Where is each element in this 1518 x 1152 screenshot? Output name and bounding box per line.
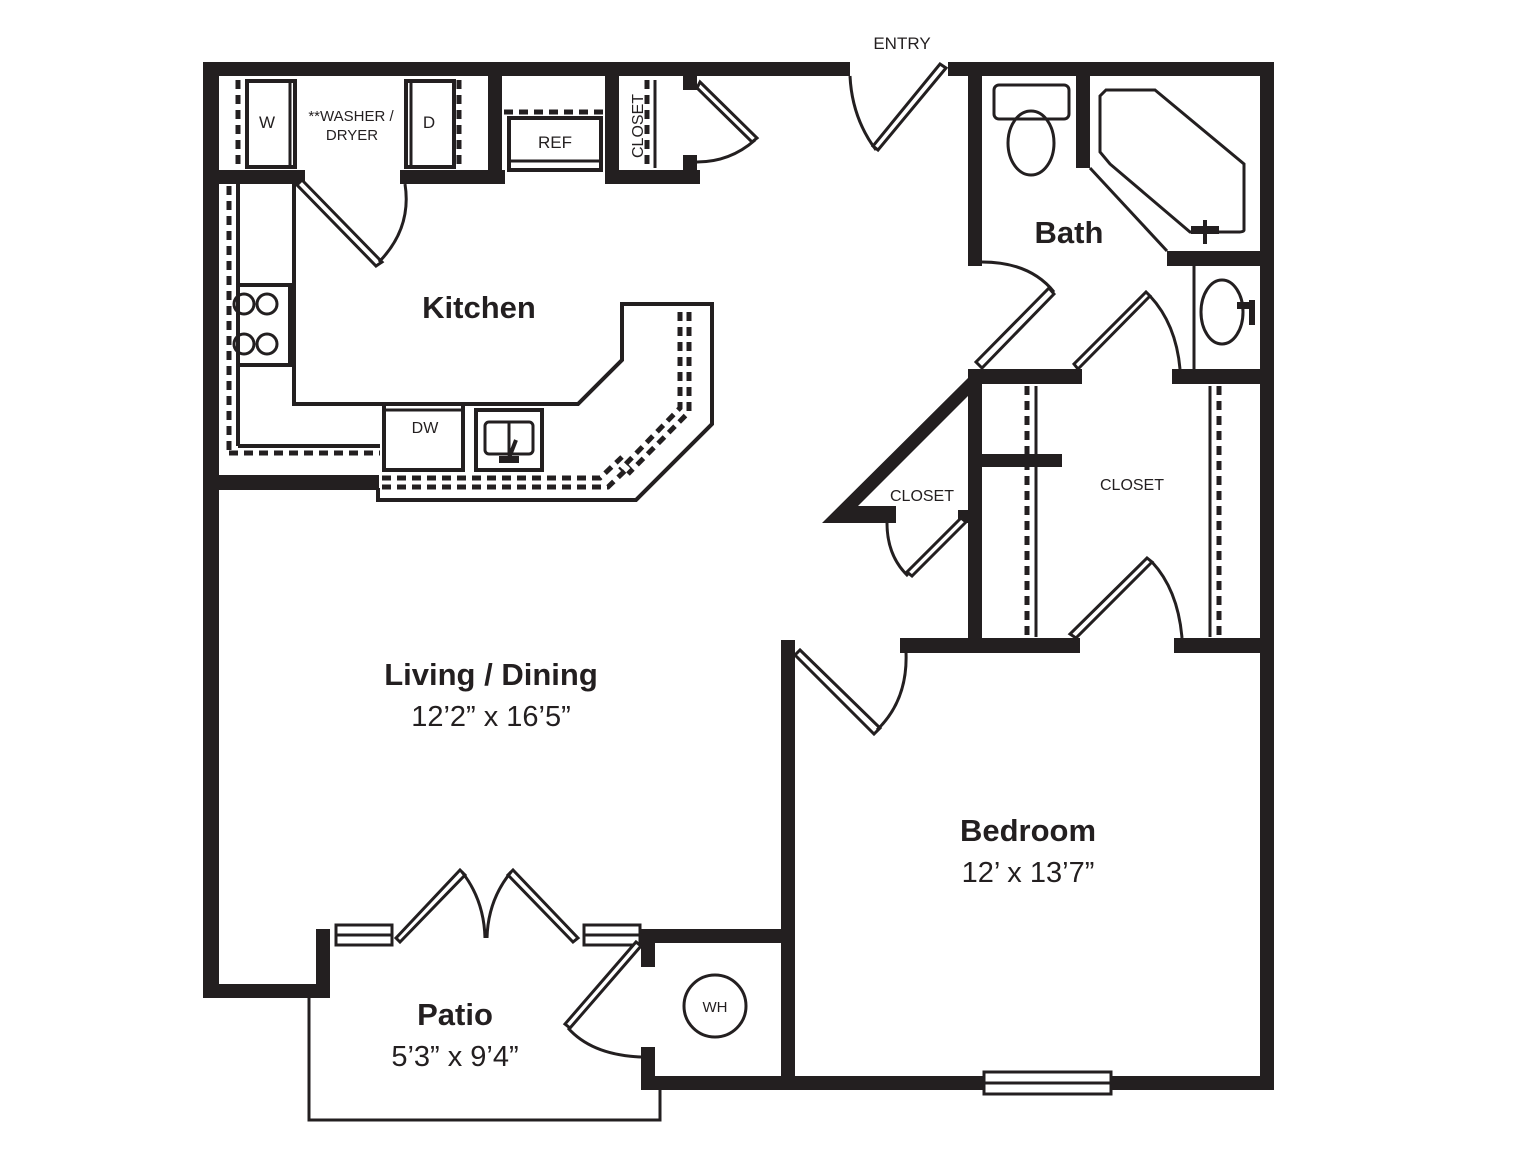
bedroom-name: Bedroom (960, 813, 1096, 848)
closets (822, 378, 1274, 653)
water-heater-label: WH (703, 999, 728, 1016)
walkin-closet-label: CLOSET (1100, 477, 1164, 494)
washer-label: W (259, 113, 275, 132)
washer-dryer-label: **WASHER / (308, 108, 394, 125)
dishwasher-label: DW (412, 420, 440, 437)
living-name: Living / Dining (384, 657, 598, 692)
bath-name: Bath (1035, 215, 1104, 250)
kitchen-name: Kitchen (422, 290, 536, 325)
bedroom-fixtures (792, 647, 1113, 1096)
exterior-walls (203, 62, 1274, 1090)
laundry-area (219, 76, 760, 268)
bathroom (968, 62, 1274, 384)
entry-door (848, 61, 949, 153)
washer-dryer-label-line2: DRYER (326, 127, 378, 144)
living-dimensions: 12’2” x 16’5” (411, 701, 571, 733)
patio-name: Patio (417, 997, 493, 1032)
refrigerator-label: REF (538, 133, 572, 152)
patio-fixtures (307, 867, 748, 1122)
patio-dimensions: 5’3” x 9’4” (391, 1041, 518, 1073)
hall-closet-label: CLOSET (890, 488, 954, 505)
dryer-label: D (423, 113, 435, 132)
kitchen (219, 184, 714, 502)
entry-label: ENTRY (873, 34, 930, 53)
pantry-closet-label: CLOSET (630, 94, 647, 158)
bedroom-dimensions: 12’ x 13’7” (962, 857, 1095, 889)
